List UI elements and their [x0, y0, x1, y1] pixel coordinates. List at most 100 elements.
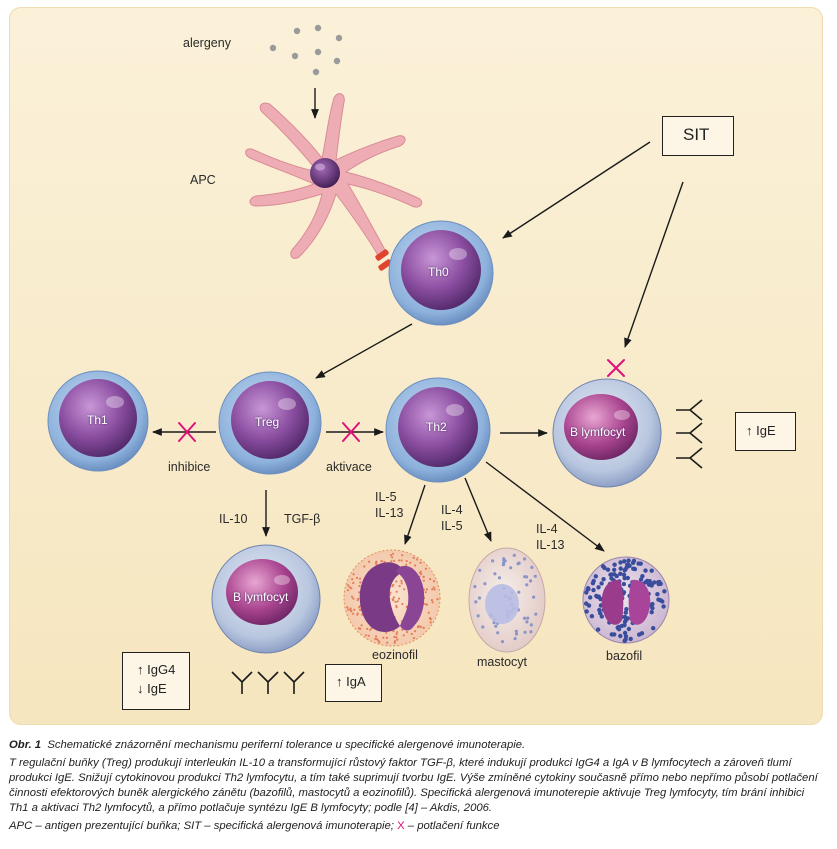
granule [424, 591, 427, 594]
iga-up-box: ↑ IgA [325, 664, 382, 702]
sit-box-text: SIT [683, 125, 710, 144]
th2-cytokines-right-1: IL-4 [536, 522, 558, 536]
granule [530, 565, 534, 570]
granule [622, 559, 627, 564]
iga-up-text: ↑ IgA [336, 674, 366, 689]
granule [622, 623, 627, 628]
granule [347, 584, 350, 587]
granule [392, 630, 395, 633]
granule [436, 598, 439, 601]
b-lymphocyte-bottom [211, 544, 321, 654]
granule [352, 573, 355, 576]
allergen-particles [269, 24, 343, 76]
granule [422, 626, 425, 630]
granule [622, 614, 628, 620]
granule [394, 600, 397, 604]
il10-label: IL-10 [219, 512, 248, 526]
granule [523, 557, 527, 561]
granule [380, 560, 383, 563]
granule [432, 580, 436, 583]
granule [395, 636, 398, 639]
granule [649, 610, 654, 615]
granule [395, 633, 398, 636]
granule [424, 567, 427, 570]
granule [599, 614, 604, 619]
granule [412, 556, 415, 559]
granule [382, 636, 385, 639]
granule [429, 578, 432, 581]
th2-cytokines-left-2: IL-13 [375, 506, 404, 520]
granule [608, 572, 613, 577]
granule [402, 634, 405, 637]
granule [502, 557, 506, 561]
granule [355, 576, 359, 580]
granule [661, 604, 666, 609]
caption-abbreviations: APC – antigen prezentující buňka; SIT – … [9, 819, 825, 834]
granule [478, 568, 482, 572]
granule [400, 579, 403, 583]
caption-abbr-suffix: – potlačení funkce [407, 820, 500, 832]
granule [626, 626, 632, 632]
granule [350, 610, 353, 613]
x-inhibition-mark [178, 422, 196, 442]
granule [347, 608, 350, 611]
granule [626, 558, 631, 563]
caption-abbr-prefix: APC – antigen prezentující buňka; SIT – … [9, 820, 394, 832]
granule [660, 599, 665, 604]
granule [349, 607, 352, 610]
granule [624, 607, 629, 612]
granule [359, 581, 362, 584]
granule [533, 574, 537, 578]
inhibition-label: inhibice [168, 460, 211, 474]
granule [632, 566, 638, 572]
granule [638, 577, 644, 582]
granule [481, 625, 485, 629]
granule [401, 628, 404, 631]
granule [406, 631, 409, 634]
figure-caption: Obr. 1 Schematické znázornění mechanismu… [9, 738, 825, 837]
granule [494, 624, 498, 628]
b-lymphocyte-bottom-label: B lymfocyt [233, 590, 289, 604]
granule [400, 582, 403, 585]
granule [353, 608, 356, 612]
granule [640, 574, 645, 579]
granule [512, 553, 516, 558]
granule [655, 580, 661, 585]
granule [429, 617, 432, 620]
granule [359, 608, 362, 612]
granule [351, 612, 355, 615]
granule [509, 566, 513, 570]
granule [393, 641, 396, 644]
allergens-label: alergeny [183, 36, 231, 50]
granule [385, 631, 388, 634]
antibodies-bottom [231, 671, 305, 694]
caption-title: Schematické znázornění mechanismu perife… [47, 739, 526, 751]
th0-label: Th0 [428, 265, 449, 279]
igg4-ige-box: ↑ IgG4 ↓ IgE [122, 652, 190, 710]
granule [412, 637, 415, 640]
granule [346, 606, 349, 609]
granule [522, 616, 527, 620]
granule [395, 604, 398, 607]
antibodies-right [676, 399, 703, 469]
sit-to-th0-arrow [502, 141, 651, 239]
granule [401, 602, 404, 606]
b-lymphocyte-right [552, 378, 662, 488]
granule [431, 601, 434, 604]
granule [415, 558, 419, 561]
granule [364, 634, 368, 637]
granule [405, 559, 408, 563]
granule [350, 587, 353, 590]
granule [513, 637, 517, 641]
granule [523, 575, 527, 579]
granule [618, 571, 623, 576]
th1-cell [47, 370, 149, 472]
granule [358, 584, 361, 588]
granule [622, 568, 627, 573]
igg4-up-text: ↑ IgG4 [137, 662, 176, 677]
granule [358, 591, 361, 594]
eosinophil-cell [343, 549, 441, 647]
th2-cytokines-mid-1: IL-4 [441, 503, 463, 517]
